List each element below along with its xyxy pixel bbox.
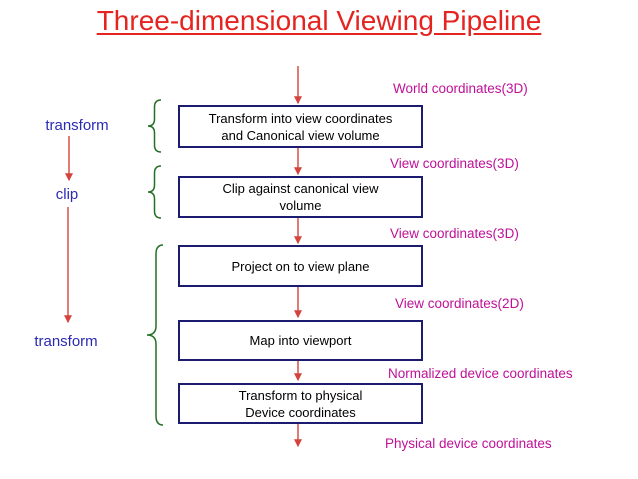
stage-label-transform-1: transform <box>45 117 109 134</box>
coord-label-view3d-1: View coordinates(3D) <box>390 156 519 171</box>
stage-label-clip: clip <box>55 186 79 203</box>
stage-label-transform-2: transform <box>34 333 98 350</box>
box-text-line: Device coordinates <box>245 404 356 420</box>
pipeline-box-clip: Clip against canonical view volume <box>178 176 423 218</box>
box-text-line: Transform to physical <box>238 387 363 403</box>
coord-label-view2d: View coordinates(2D) <box>395 296 524 311</box>
page-title: Three-dimensional Viewing Pipeline <box>96 5 542 36</box>
brace-transform2-stage <box>146 244 164 426</box>
brace-transform-stage <box>147 99 162 153</box>
coord-label-normalized: Normalized device coordinates <box>388 366 573 381</box>
pipeline-box-device: Transform to physical Device coordinates <box>178 383 423 424</box>
box-text-line: Project on to view plane <box>231 258 370 274</box>
pipeline-box-view-transform: Transform into view coordinates and Cano… <box>178 105 423 148</box>
box-text-line: volume <box>279 198 322 213</box>
coord-label-world: World coordinates(3D) <box>393 81 528 96</box>
box-text-line: Transform into view coordinates <box>208 110 393 126</box>
box-text-line: and Canonical view volume <box>221 127 380 143</box>
box-text-line: Map into viewport <box>249 333 352 348</box>
coord-label-physical: Physical device coordinates <box>385 436 552 451</box>
pipeline-box-project: Project on to view plane <box>178 245 423 287</box>
pipeline-box-viewport: Map into viewport <box>178 320 423 361</box>
brace-clip-stage <box>147 165 162 219</box>
box-text-line: Clip against canonical view <box>222 181 379 196</box>
coord-label-view3d-2: View coordinates(3D) <box>390 226 519 241</box>
